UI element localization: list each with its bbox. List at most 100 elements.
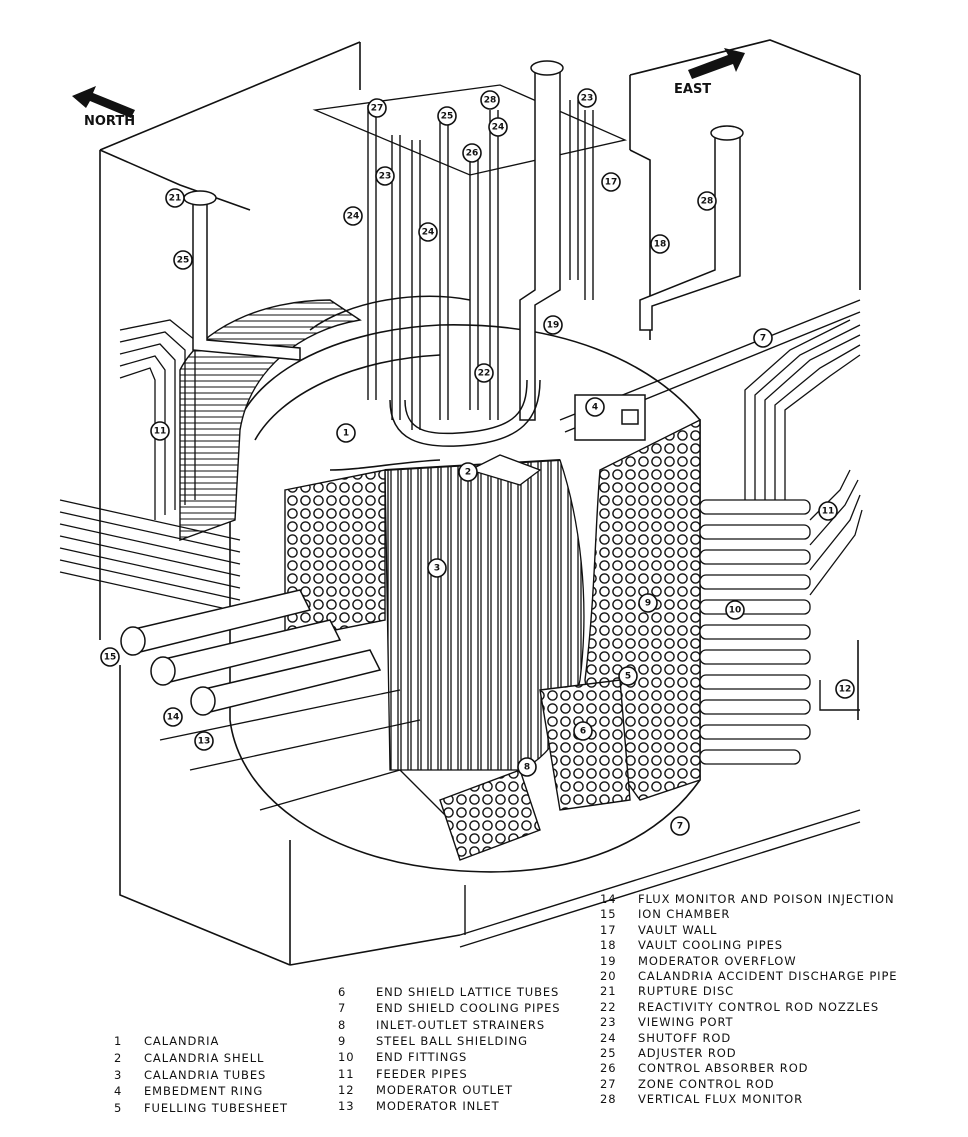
callout-15: 15 xyxy=(100,647,120,667)
callout-25: 25 xyxy=(437,106,457,126)
legend-item: 28 VERTICAL FLUX MONITOR xyxy=(600,1092,803,1106)
callout-10: 10 xyxy=(725,600,745,620)
callout-24: 24 xyxy=(343,206,363,226)
callout-number: 12 xyxy=(839,685,852,695)
callout-number: 11 xyxy=(154,427,167,437)
legend-label: VIEWING PORT xyxy=(638,1015,734,1030)
legend-label: RUPTURE DISC xyxy=(638,984,735,999)
legend-number: 5 xyxy=(114,1101,123,1116)
legend-item: 10 END FITTINGS xyxy=(338,1050,467,1064)
legend-item: 15 ION CHAMBER xyxy=(600,907,730,921)
east-label: EAST xyxy=(674,82,711,97)
callout-number: 1 xyxy=(343,429,349,439)
callout-number: 4 xyxy=(592,403,598,413)
legend-number: 11 xyxy=(338,1066,355,1081)
legend-number: 19 xyxy=(600,953,617,968)
callout-24: 24 xyxy=(418,222,438,242)
legend-label: VAULT WALL xyxy=(638,922,718,937)
legend-number: 12 xyxy=(338,1082,355,1097)
legend-number: 10 xyxy=(338,1050,355,1065)
callout-number: 23 xyxy=(581,94,594,104)
legend-label: VERTICAL FLUX MONITOR xyxy=(638,1092,803,1107)
legend-number: 8 xyxy=(338,1017,347,1032)
callout-11: 11 xyxy=(150,421,170,441)
callout-9: 9 xyxy=(638,593,658,613)
callout-number: 26 xyxy=(466,149,479,159)
legend-item: 6 END SHIELD LATTICE TUBES xyxy=(338,985,559,999)
legend-number: 22 xyxy=(600,999,617,1014)
legend-label: END FITTINGS xyxy=(376,1050,468,1065)
callout-number: 24 xyxy=(422,228,435,238)
callout-7: 7 xyxy=(753,328,773,348)
callout-number: 22 xyxy=(478,369,491,379)
callout-markers: 1234567891011121314151718192122232425262… xyxy=(100,88,855,836)
callout-number: 13 xyxy=(198,737,211,747)
callout-4: 4 xyxy=(585,397,605,417)
legend-item: 21 RUPTURE DISC xyxy=(600,984,734,998)
callout-27: 27 xyxy=(367,98,387,118)
callout-18: 18 xyxy=(650,234,670,254)
legend-label: MODERATOR INLET xyxy=(376,1099,500,1114)
legend-label: ZONE CONTROL ROD xyxy=(638,1076,775,1091)
callout-3: 3 xyxy=(427,558,447,578)
legend-number: 15 xyxy=(600,907,617,922)
left-end-shield xyxy=(179,299,386,641)
legend-number: 2 xyxy=(114,1050,123,1065)
legend-number: 25 xyxy=(600,1046,617,1060)
callout-number: 10 xyxy=(729,606,742,616)
callout-number: 25 xyxy=(177,256,190,266)
end-fittings-right xyxy=(699,499,811,765)
legend-number: 18 xyxy=(600,938,617,953)
legend-number: 9 xyxy=(338,1033,347,1048)
north-indicator: NORTH xyxy=(72,86,135,129)
callout-2: 2 xyxy=(458,462,478,482)
callout-number: 14 xyxy=(167,713,180,723)
legend-number: 4 xyxy=(114,1084,123,1099)
callout-number: 25 xyxy=(441,112,454,122)
legend-label: EMBEDMENT RING xyxy=(144,1084,264,1099)
legend-number: 7 xyxy=(338,1001,347,1016)
legend-label: CALANDRIA ACCIDENT DISCHARGE PIPE xyxy=(638,969,898,983)
callout-number: 21 xyxy=(169,194,182,204)
callout-number: 5 xyxy=(625,672,631,682)
callout-8: 8 xyxy=(517,757,537,777)
callout-23: 23 xyxy=(375,166,395,186)
callout-number: 28 xyxy=(484,96,497,106)
callout-number: 7 xyxy=(760,334,766,344)
callout-12: 12 xyxy=(835,679,855,699)
callout-22: 22 xyxy=(474,363,494,383)
legend-number: 26 xyxy=(600,1061,617,1076)
callout-number: 23 xyxy=(379,172,392,182)
legend-label: CONTROL ABSORBER ROD xyxy=(638,1061,809,1076)
legend-number: 6 xyxy=(338,985,347,999)
legend-label: STEEL BALL SHIELDING xyxy=(376,1033,528,1048)
legend-number: 28 xyxy=(600,1092,617,1107)
callout-number: 24 xyxy=(347,212,360,222)
legend-item: 4 EMBEDMENT RING xyxy=(114,1084,263,1098)
callout-number: 15 xyxy=(104,653,117,663)
legend-label: FEEDER PIPES xyxy=(376,1066,468,1081)
callout-number: 2 xyxy=(465,468,471,478)
legend-number: 27 xyxy=(600,1076,617,1091)
legend-number: 14 xyxy=(600,892,617,906)
legend-label: MODERATOR OUTLET xyxy=(376,1082,513,1097)
callout-25: 25 xyxy=(173,250,193,270)
legend-item: 26 CONTROL ABSORBER ROD xyxy=(600,1061,808,1075)
callout-number: 28 xyxy=(701,197,714,207)
legend-label: END SHIELD LATTICE TUBES xyxy=(376,985,560,999)
legend-item: 2 CALANDRIA SHELL xyxy=(114,1051,264,1065)
feeder-pipes-left xyxy=(59,319,241,613)
legend-number: 21 xyxy=(600,984,617,999)
callout-number: 11 xyxy=(822,507,835,517)
legend-number: 1 xyxy=(114,1034,123,1048)
legend-label: ION CHAMBER xyxy=(638,907,731,922)
callout-19: 19 xyxy=(543,315,563,335)
legend-label: CALANDRIA SHELL xyxy=(144,1050,265,1065)
